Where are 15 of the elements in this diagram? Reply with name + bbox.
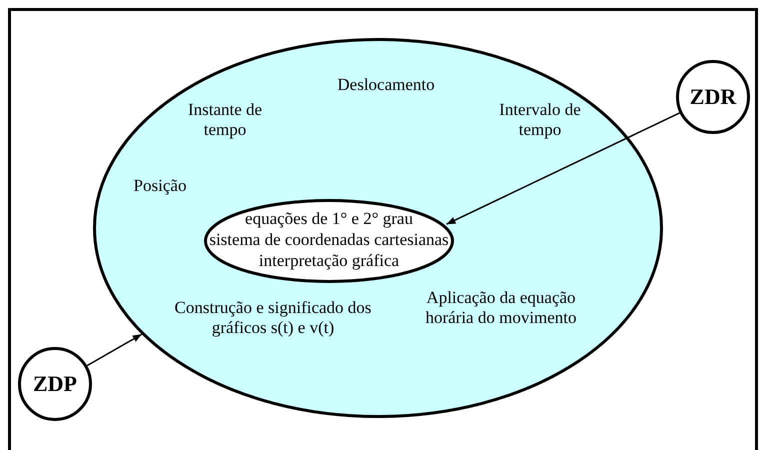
arrow [86,334,142,366]
zone-circle: ZDP [18,347,92,421]
topic-label: Construção e significado dos gráficos s(t) e v(t) [174,298,372,338]
topic-label: Intervalo de tempo [498,100,582,140]
topic-label: Deslocamento [337,75,435,95]
topic-label: interpretação gráfica [258,251,400,271]
topic-label: Instante de tempo [186,100,264,140]
concept-ellipse [204,199,454,283]
zone-circle: ZDR [676,60,750,134]
topic-label: equações de 1° e 2° grau [245,209,413,229]
topic-label: Posição [134,176,186,196]
topic-label: Aplicação da equação horária do movimento [424,288,578,328]
arrow [446,112,680,225]
concept-ellipse [93,38,663,418]
topic-label: sistema de coordenadas cartesianas [209,230,449,250]
